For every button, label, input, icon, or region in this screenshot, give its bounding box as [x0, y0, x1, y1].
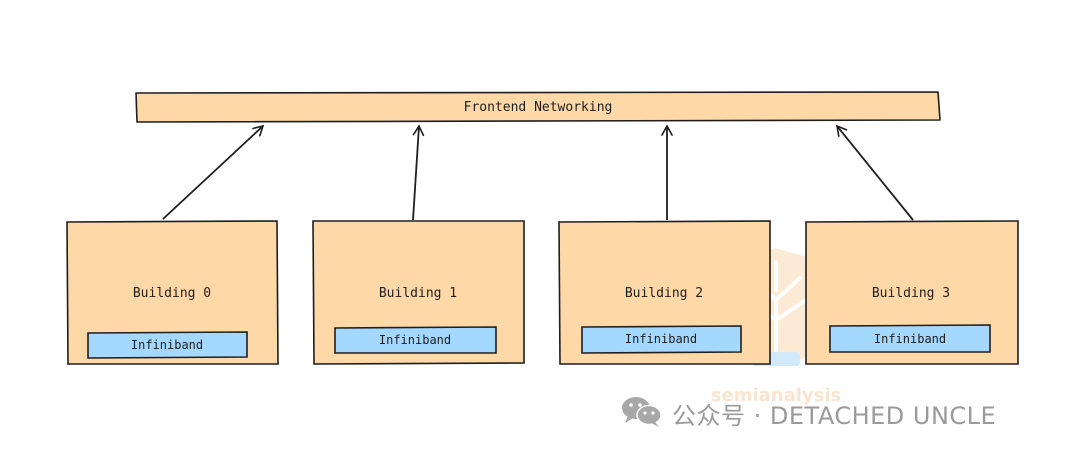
building-3-box: Building 3 Infiniband [805, 220, 1019, 365]
building-2-infiniband-label: Infiniband [625, 332, 697, 346]
arrow-building-0 [162, 124, 265, 220]
building-2-box: Building 2 Infiniband [558, 220, 771, 365]
building-0-label: Building 0 [133, 286, 211, 301]
arrow-building-3 [835, 124, 914, 221]
building-1-infiniband: Infiniband [334, 326, 497, 354]
wechat-icon [622, 397, 662, 427]
semianalysis-logo-text: semianalysis [711, 385, 841, 406]
building-0-box: Building 0 Infiniband [66, 220, 279, 365]
building-3-label: Building 3 [872, 286, 950, 301]
building-1-label: Building 1 [379, 286, 457, 301]
frontend-networking-bar: Frontend Networking [135, 91, 941, 123]
building-2-infiniband: Infiniband [581, 325, 742, 354]
building-0-infiniband-label: Infiniband [131, 338, 203, 352]
building-1-box: Building 1 Infiniband [312, 220, 525, 365]
building-3-infiniband-label: Infiniband [874, 332, 946, 346]
watermark-text: 公众号 · DETACHED UNCLE [672, 402, 997, 430]
arrow-building-1 [412, 124, 425, 221]
building-1-infiniband-label: Infiniband [379, 333, 451, 347]
frontend-networking-label: Frontend Networking [464, 100, 613, 115]
building-2-label: Building 2 [625, 286, 703, 301]
building-3-infiniband: Infiniband [829, 324, 991, 353]
building-0-infiniband: Infiniband [87, 331, 248, 359]
